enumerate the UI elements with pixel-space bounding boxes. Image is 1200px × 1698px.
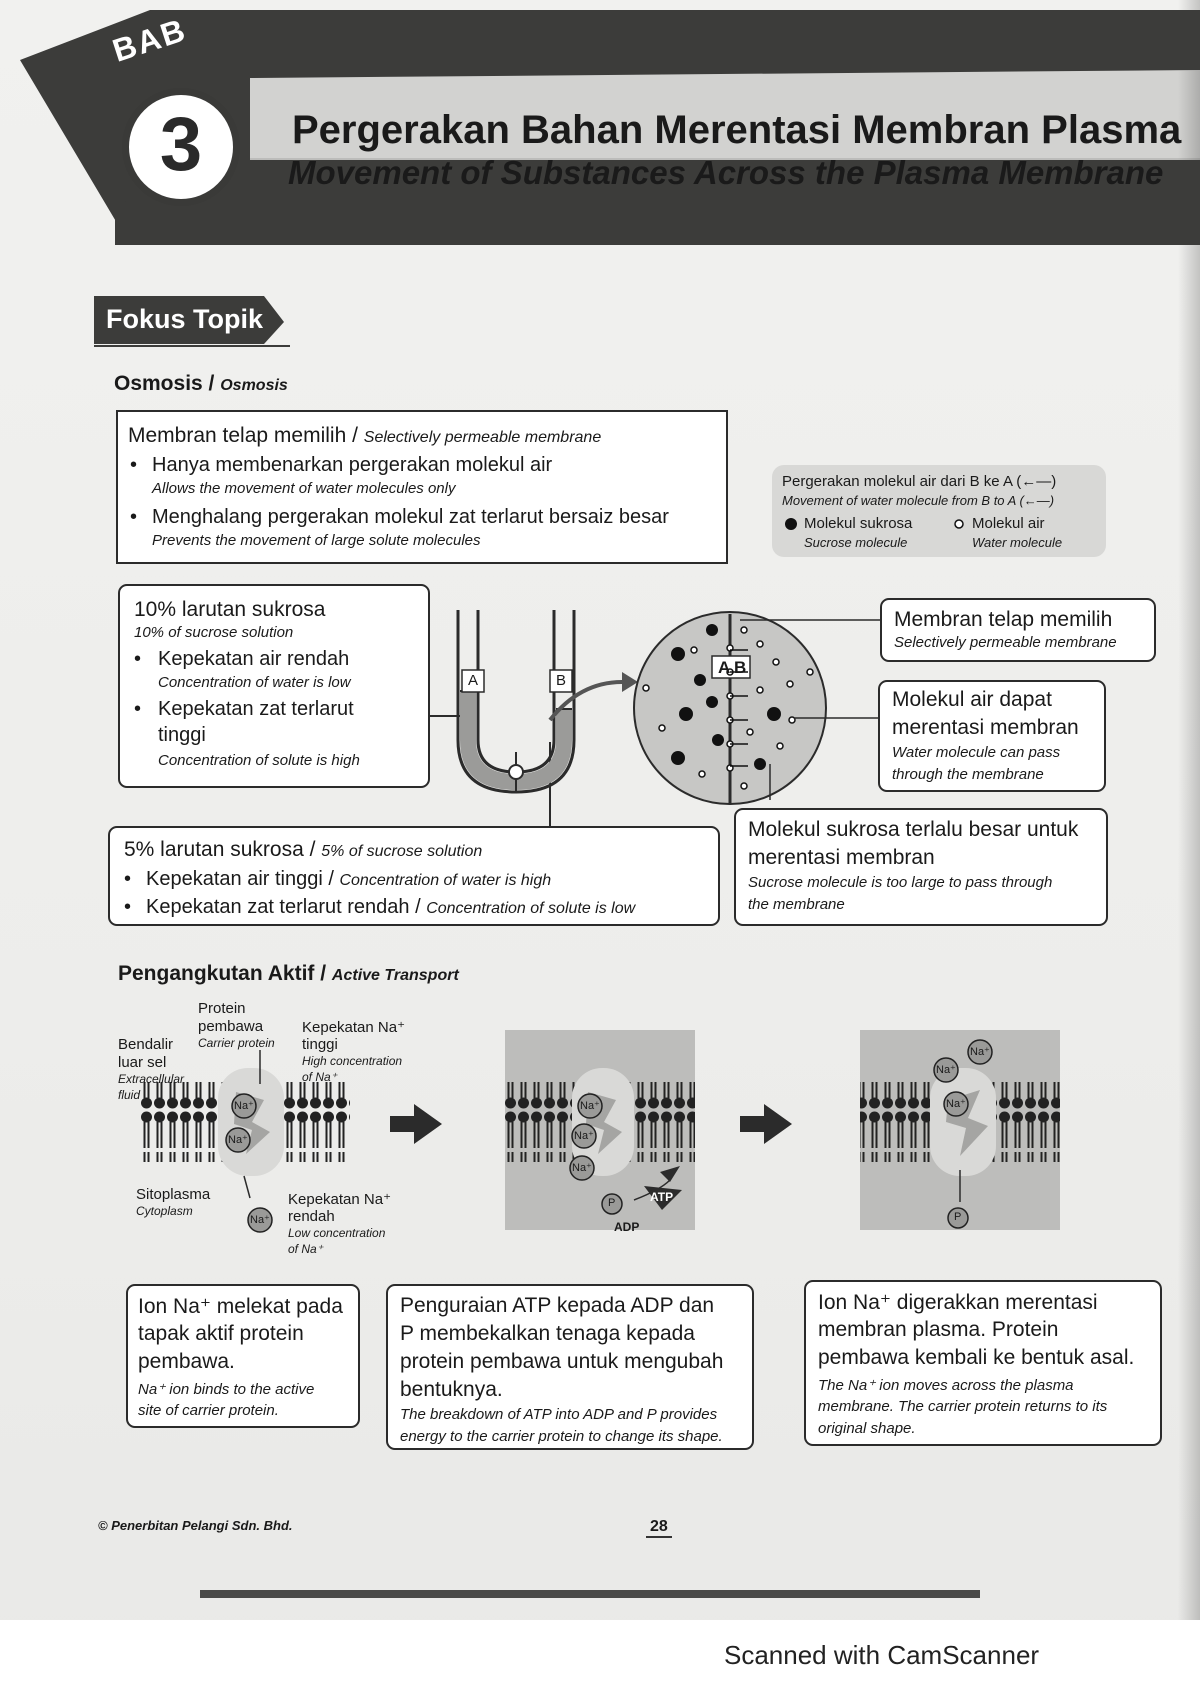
low-label-en1: Low concentration xyxy=(288,1226,385,1240)
step1-l2: tapak aktif protein xyxy=(138,1322,304,1346)
step3-box: Ion Na⁺ digerakkan merentasi membran pla… xyxy=(804,1280,1162,1446)
step1-l1: Ion Na⁺ melekat pada xyxy=(138,1294,343,1319)
high-label-2: tinggi xyxy=(302,1036,338,1053)
na-ion-1: Na⁺ xyxy=(234,1099,254,1112)
step2-l2: P membekalkan tenaga kepada xyxy=(400,1322,695,1346)
step3-l1: Ion Na⁺ digerakkan merentasi xyxy=(818,1290,1098,1315)
step3-en1: The Na⁺ ion moves across the plasma xyxy=(818,1376,1074,1394)
low-label-2: rendah xyxy=(288,1208,335,1225)
step2-box: Penguraian ATP kepada ADP dan P membekal… xyxy=(386,1284,754,1450)
bottom-edge-rule xyxy=(200,1590,980,1598)
outside-label-1: Bendalir xyxy=(118,1036,173,1053)
step2-en1: The breakdown of ATP into ADP and P prov… xyxy=(400,1406,717,1423)
atp-label: ATP xyxy=(650,1190,673,1204)
p-label-2: P xyxy=(608,1197,615,1209)
na-ion-7: Na⁺ xyxy=(936,1063,956,1076)
step2-en2: energy to the carrier protein to change … xyxy=(400,1428,723,1445)
step2-l4: bentuknya. xyxy=(400,1378,503,1402)
outside-label-en1: Extracellular xyxy=(118,1072,184,1086)
high-label-1: Kepekatan Na⁺ xyxy=(302,1018,405,1036)
carrier-label-1: Protein xyxy=(198,1000,246,1017)
scanner-watermark: Scanned with CamScanner xyxy=(724,1640,1039,1671)
step1-en2: site of carrier protein. xyxy=(138,1402,279,1419)
cyto-label-en: Cytoplasm xyxy=(136,1204,193,1218)
na-ion-6: Na⁺ xyxy=(572,1161,592,1174)
step2-l3: protein pembawa untuk mengubah xyxy=(400,1350,723,1374)
low-label-en2: of Na⁺ xyxy=(288,1242,323,1256)
high-label-en1: High concentration xyxy=(302,1054,402,1068)
na-ion-2: Na⁺ xyxy=(228,1133,248,1146)
carrier-label-en: Carrier protein xyxy=(198,1036,275,1050)
step2-l1: Penguraian ATP kepada ADP dan xyxy=(400,1294,714,1318)
step1-l3: pembawa. xyxy=(138,1350,235,1374)
step3-en3: original shape. xyxy=(818,1420,916,1437)
high-label-en2: of Na⁺ xyxy=(302,1070,337,1084)
na-ion-4: Na⁺ xyxy=(580,1099,600,1112)
step3-l3: pembawa kembali ke bentuk asal. xyxy=(818,1346,1134,1370)
outside-label-en2: fluid xyxy=(118,1088,140,1102)
outside-label-2: luar sel xyxy=(118,1054,166,1071)
carrier-label-2: pembawa xyxy=(198,1018,263,1035)
adp-label: ADP xyxy=(614,1220,639,1234)
low-label-1: Kepekatan Na⁺ xyxy=(288,1190,391,1208)
page-edge-shadow xyxy=(1178,0,1200,1620)
step3-en2: membrane. The carrier protein returns to… xyxy=(818,1398,1107,1415)
page-number: 28 xyxy=(646,1518,672,1538)
na-ion-5: Na⁺ xyxy=(574,1129,594,1142)
publisher-credit: © Penerbitan Pelangi Sdn. Bhd. xyxy=(98,1518,293,1533)
na-ion-3: Na⁺ xyxy=(250,1213,270,1226)
step3-l2: membran plasma. Protein xyxy=(818,1318,1058,1342)
step1-en1: Na⁺ ion binds to the active xyxy=(138,1380,314,1398)
na-ion-8: Na⁺ xyxy=(970,1045,990,1058)
p-label-3: P xyxy=(954,1211,961,1223)
na-ion-9: Na⁺ xyxy=(946,1097,966,1110)
step1-box: Ion Na⁺ melekat pada tapak aktif protein… xyxy=(126,1284,360,1428)
cyto-label: Sitoplasma xyxy=(136,1186,210,1203)
